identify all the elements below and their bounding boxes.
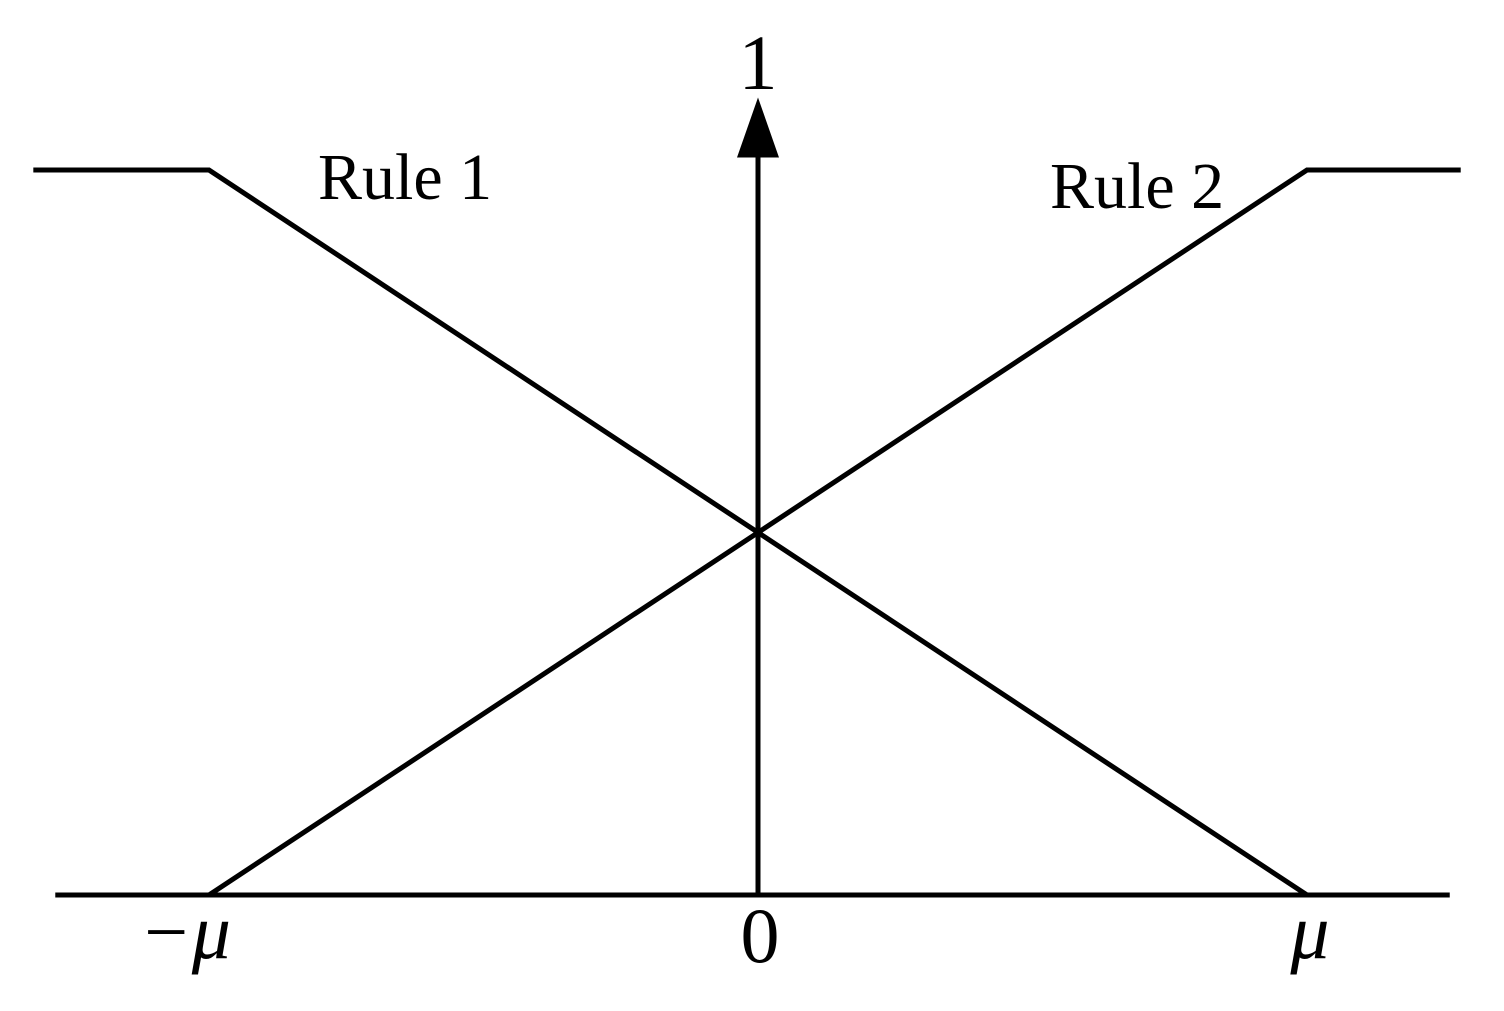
rule1-label: Rule 1 [318,141,492,214]
rule1-membership-curve [33,167,1309,898]
x-tick-label-zero: 0 [741,892,780,979]
x-tick-label-mu: μ [1289,888,1329,975]
rule2-membership-curve [207,167,1461,898]
x-tick-label-neg-mu: −μ [139,888,231,975]
y-axis-max-label: 1 [739,19,778,106]
rule2-label: Rule 2 [1050,150,1224,223]
arrow-up-icon [737,97,779,158]
